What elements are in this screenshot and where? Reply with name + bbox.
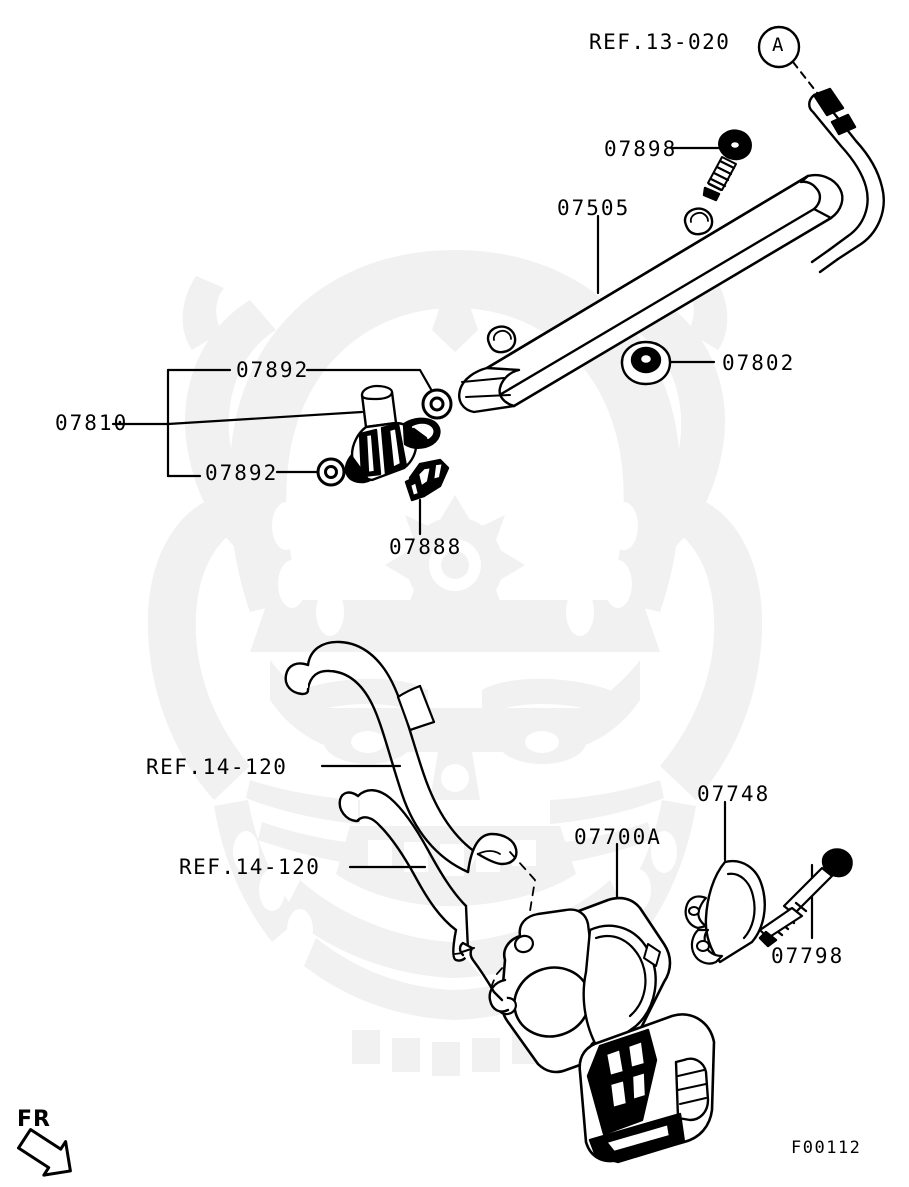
callout-a-circle [757,25,819,95]
label-part-07798: 07798 [771,944,845,968]
fr-arrow [17,1128,72,1177]
bolt-07798 [758,848,853,948]
label-part-07810: 07810 [55,411,129,435]
label-part-07700A: 07700A [574,825,662,849]
label-part-07898: 07898 [604,137,678,161]
fuel-line-part [808,87,885,274]
grommet-07802 [620,340,672,386]
hose-upper-ref-14-120 [284,640,518,874]
label-ref-14-120-upper: REF.14-120 [146,755,288,779]
clip-07888 [404,458,450,502]
label-part-07748: 07748 [697,782,771,806]
label-sheet-code: F00112 [791,1138,862,1158]
clamp-bracket-07748 [684,859,766,965]
label-orientation-fr: FR [17,1107,51,1132]
label-ref-13-020: REF.13-020 [589,30,731,54]
hose-lower-ref-14-120 [338,789,471,962]
oring-07892-lower [316,457,346,487]
label-part-07892-lower: 07892 [205,461,279,485]
bolt-07898 [702,129,752,202]
label-part-07888: 07888 [389,535,463,559]
label-part-07802: 07802 [722,351,796,375]
label-callout-a: A [772,34,784,56]
oring-07892-upper [421,388,453,420]
throttle-body-07700A [458,896,716,1164]
label-ref-14-120-lower: REF.14-120 [179,855,321,879]
label-part-07892-upper: 07892 [236,358,310,382]
label-part-07505: 07505 [557,196,631,220]
